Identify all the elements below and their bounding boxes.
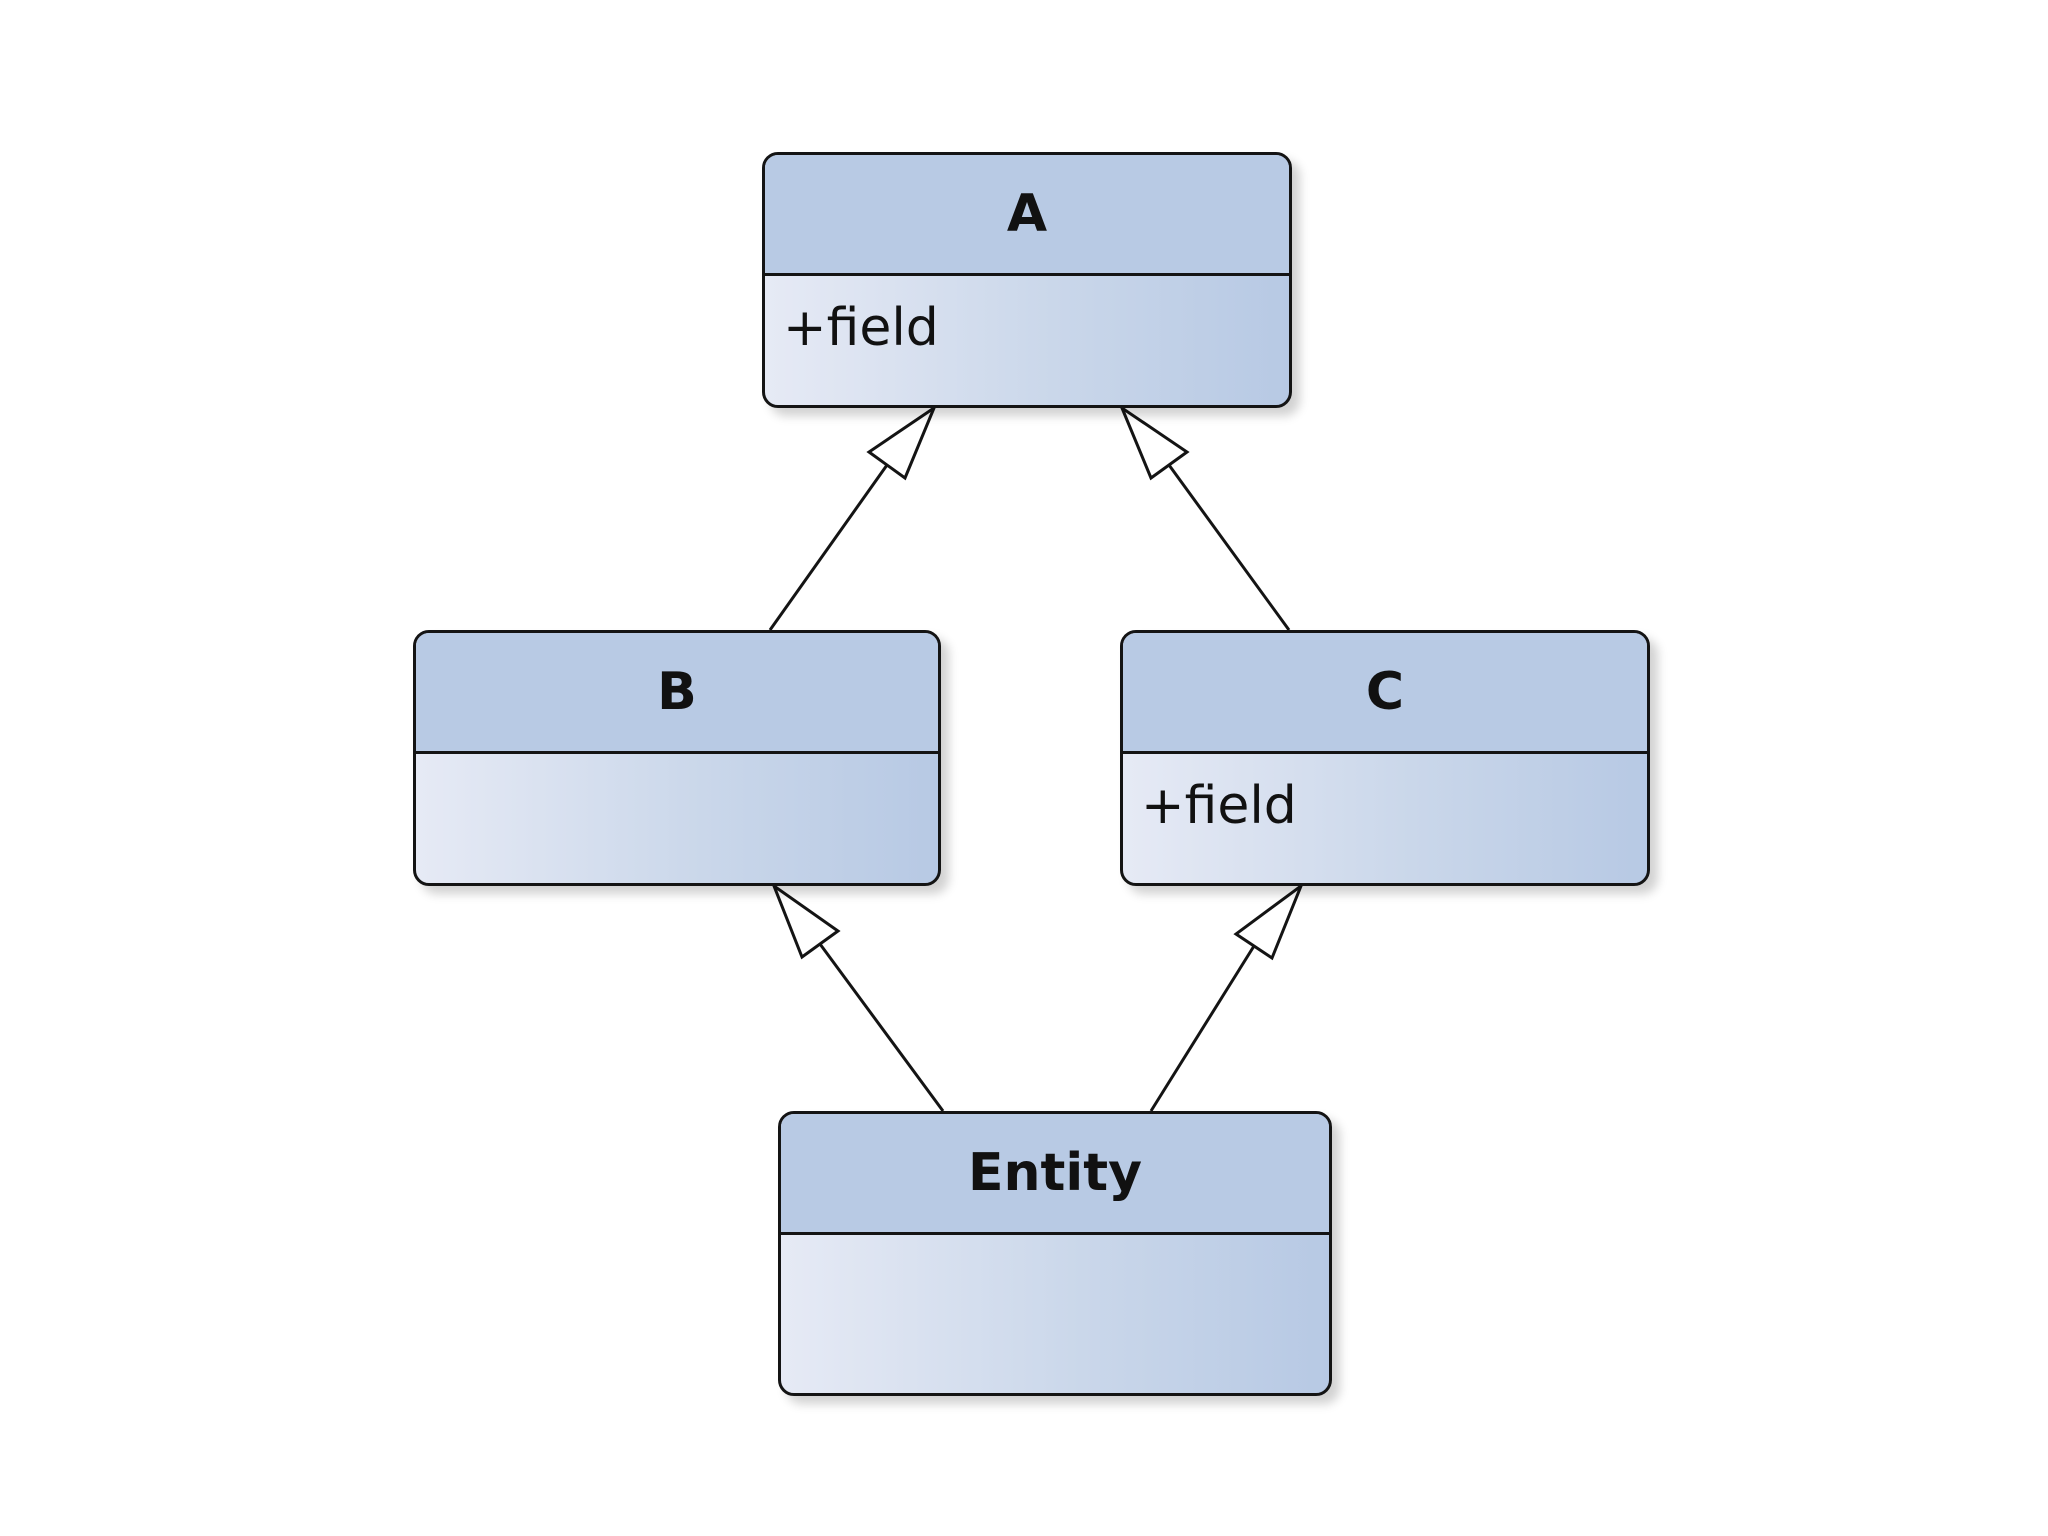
class-name: A bbox=[1006, 184, 1048, 244]
relation-line bbox=[1149, 945, 1256, 1112]
class-name: B bbox=[657, 662, 697, 722]
generalization-c-to-a bbox=[1118, 403, 1291, 631]
relation-line bbox=[818, 943, 945, 1112]
class-entity[interactable]: Entity bbox=[778, 1111, 1332, 1396]
class-header: Entity bbox=[781, 1114, 1329, 1235]
generalization-entity-to-c bbox=[1149, 881, 1305, 1112]
class-a[interactable]: A +field bbox=[762, 152, 1292, 408]
relation-line bbox=[1167, 464, 1291, 631]
class-header: A bbox=[765, 155, 1289, 276]
class-header: C bbox=[1123, 633, 1647, 754]
class-name: C bbox=[1365, 662, 1405, 722]
class-name: Entity bbox=[968, 1143, 1142, 1203]
generalization-arrowhead-icon bbox=[1233, 881, 1305, 961]
class-header: B bbox=[416, 633, 938, 754]
class-attributes bbox=[781, 1235, 1329, 1393]
class-attribute: +field bbox=[1141, 776, 1297, 836]
class-attributes: +field bbox=[1123, 754, 1647, 883]
generalization-b-to-a bbox=[768, 403, 938, 631]
generalization-arrowhead-icon bbox=[866, 403, 938, 481]
relation-line bbox=[768, 464, 889, 631]
class-b[interactable]: B bbox=[413, 630, 941, 886]
class-attribute: +field bbox=[783, 298, 939, 358]
class-c[interactable]: C +field bbox=[1120, 630, 1650, 886]
generalization-arrowhead-icon bbox=[1118, 403, 1190, 481]
generalization-entity-to-b bbox=[770, 881, 945, 1112]
class-attributes bbox=[416, 754, 938, 883]
class-attributes: +field bbox=[765, 276, 1289, 405]
generalization-arrowhead-icon bbox=[770, 881, 841, 960]
